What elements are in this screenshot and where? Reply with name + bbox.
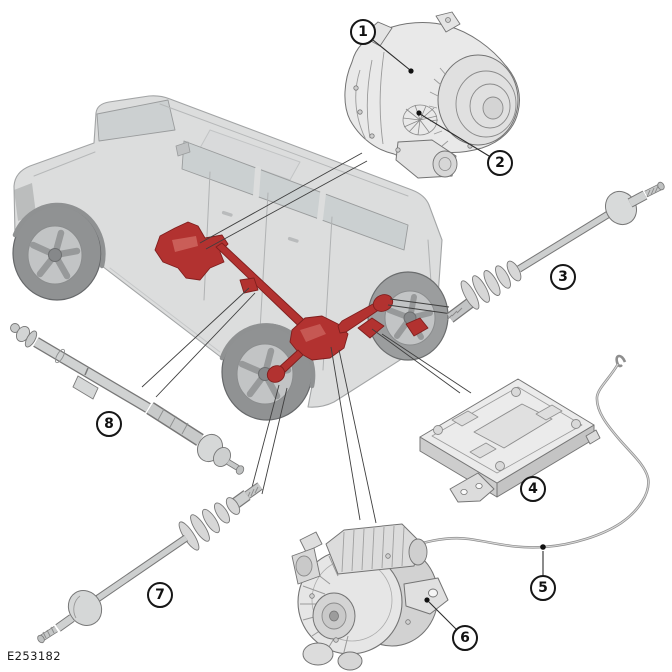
front-left-wheel (12, 205, 102, 301)
highlighted-driveline (154, 221, 429, 383)
rear-right-wheel (367, 271, 449, 361)
callout-5-wire: 5 (530, 575, 556, 601)
callout-7-number: 7 (155, 587, 165, 603)
callout-6-number: 6 (460, 630, 470, 646)
callout-leaders (372, 39, 546, 630)
highlight-transfer-case (154, 221, 229, 281)
figure-code: E253182 (7, 649, 61, 663)
callout-3-number: 3 (558, 269, 568, 285)
transfer-case-gear (402, 104, 438, 136)
control-module-illustration (419, 378, 601, 503)
halfshaft-left-illustration (37, 482, 263, 644)
callout-2-number: 2 (495, 155, 505, 171)
callout-4-number: 4 (528, 481, 538, 497)
callout-8-number: 8 (104, 416, 114, 432)
halfshaft-right-illustration (446, 181, 665, 323)
callout-1-transfer-case: 1 (350, 19, 376, 45)
callout-2-transfer-case-gear: 2 (487, 150, 513, 176)
highlight-rear-drive-unit (289, 315, 349, 361)
callout-8-driveshaft: 8 (96, 411, 122, 437)
callout-1-number: 1 (358, 24, 368, 40)
callout-5-number: 5 (538, 580, 548, 596)
callout-6-rear-drive-unit: 6 (452, 625, 478, 651)
driveshaft-illustration (10, 323, 245, 475)
callout-3-right-halfshaft: 3 (550, 264, 576, 290)
callout-7-left-halfshaft: 7 (147, 582, 173, 608)
location-lines (141, 152, 472, 524)
rear-drive-unit-illustration (291, 523, 449, 671)
wire-illustration (397, 354, 650, 554)
transfer-case-illustration (344, 11, 520, 179)
callout-4-control-module: 4 (520, 476, 546, 502)
